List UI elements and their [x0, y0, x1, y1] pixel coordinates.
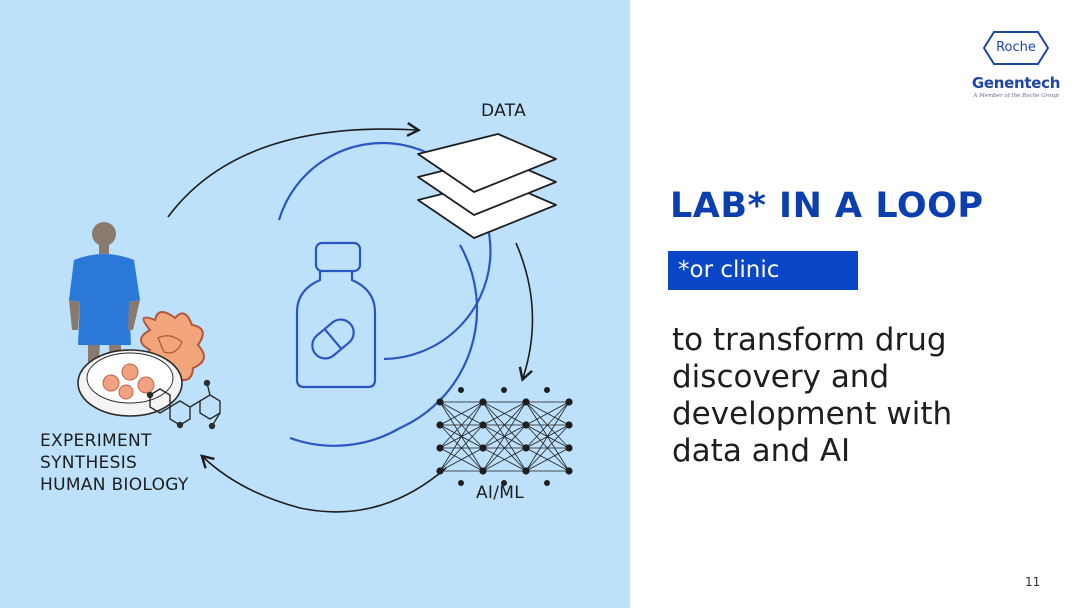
roche-wordmark: Roche — [996, 40, 1036, 55]
nn-edge — [439, 447, 484, 472]
arrow-to-aiml — [515, 242, 534, 382]
nn-node — [544, 479, 551, 486]
lab-loop-diagram — [69, 122, 573, 513]
synthesis-label-line: SYNTHESIS — [40, 453, 138, 473]
molecule-icon — [146, 379, 221, 430]
nn-node — [565, 444, 573, 452]
nn-node — [436, 444, 444, 452]
body-line: data and AI — [672, 433, 851, 469]
experiment-label-line: EXPERIMENT — [40, 431, 152, 451]
nn-edge — [482, 401, 527, 472]
nn-edge — [482, 447, 527, 472]
nn-node — [479, 421, 487, 429]
nn-node — [436, 421, 444, 429]
data-label: DATA — [481, 101, 526, 121]
nn-node — [457, 479, 464, 486]
body-line: development with — [672, 396, 953, 432]
aiml-label: AI/ML — [476, 483, 525, 503]
slide-title: LAB* IN A LOOP — [670, 186, 984, 226]
nn-edge — [482, 424, 527, 472]
logo-tagline: A Member of the Roche Group — [973, 93, 1059, 99]
nn-node — [479, 444, 487, 452]
nn-node — [436, 398, 444, 406]
nn-node — [500, 386, 507, 393]
experiment-label: EXPERIMENT SYNTHESIS HUMAN BIOLOGY — [40, 430, 189, 496]
nn-node — [522, 444, 530, 452]
subtitle-badge: *or clinic — [668, 251, 858, 290]
page-number: 11 — [1025, 575, 1041, 589]
body-line: to transform drug — [672, 322, 947, 358]
roche-hexagon-icon — [982, 31, 1050, 65]
nn-node — [565, 421, 573, 429]
nn-edge — [439, 424, 484, 472]
human-biology-label-line: HUMAN BIOLOGY — [40, 475, 189, 495]
subtitle-text: *or clinic — [678, 257, 780, 283]
neural-network-icon — [436, 386, 573, 486]
arrow-to-data — [167, 122, 422, 218]
data-sheets-icon — [417, 133, 557, 239]
nn-edge — [525, 401, 570, 426]
body-line: discovery and — [672, 359, 890, 395]
illustration-panel: DATA AI/ML EXPERIMENT SYNTHESIS HUMAN BI… — [0, 0, 630, 608]
nn-node — [457, 386, 464, 393]
nn-node — [500, 479, 507, 486]
nn-node — [522, 467, 530, 475]
nn-node — [522, 421, 530, 429]
slide-body: to transform drug discovery and developm… — [672, 322, 972, 470]
petri-dish-icon — [77, 349, 183, 417]
nn-node — [479, 398, 487, 406]
arrow-to-experiment — [200, 454, 447, 513]
nn-edge — [439, 401, 484, 472]
nn-edge — [525, 401, 570, 449]
nn-edge — [525, 401, 570, 472]
inner-loop-arc — [289, 244, 479, 447]
nn-node — [522, 398, 530, 406]
nn-edge — [439, 401, 484, 426]
roche-genentech-logo: Roche Genentech A Member of the Roche Gr… — [966, 30, 1066, 106]
nn-edge — [439, 401, 484, 449]
nn-node — [565, 467, 573, 475]
nn-node — [436, 467, 444, 475]
nn-node — [479, 467, 487, 475]
nn-edge — [525, 447, 570, 472]
nn-edge — [482, 401, 527, 449]
nn-node — [544, 386, 551, 393]
nn-edge — [482, 401, 527, 426]
genentech-wordmark: Genentech — [971, 74, 1061, 92]
medicine-bottle-icon — [295, 241, 377, 389]
nn-node — [565, 398, 573, 406]
nn-edge — [525, 424, 570, 472]
